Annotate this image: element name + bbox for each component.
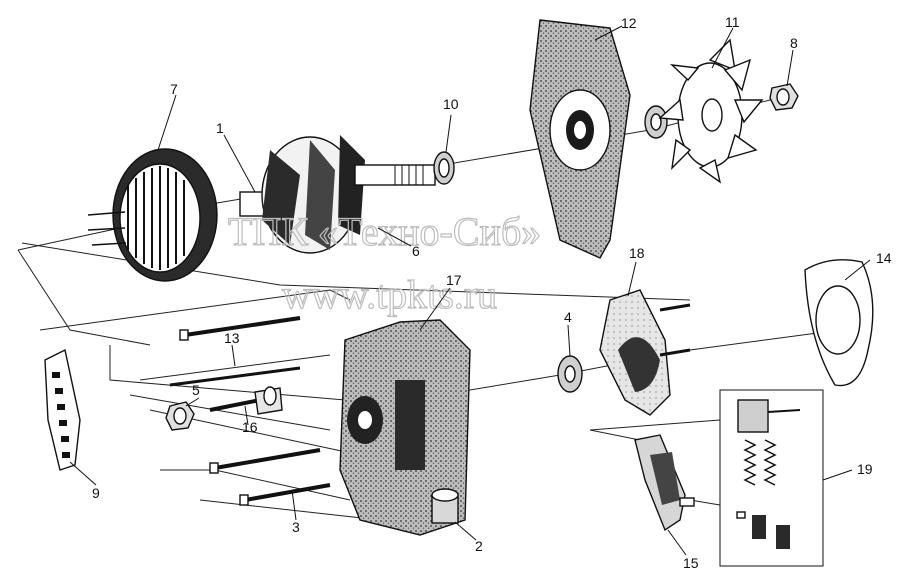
bearing-part-4 (557, 355, 583, 393)
voltage-regulator-part-15 (634, 434, 695, 532)
fan-part-11 (658, 38, 764, 184)
bushing-part-2 (431, 488, 459, 524)
rotor-part-1 (239, 135, 436, 254)
brush-kit-part-19 (719, 389, 824, 567)
label-15: 15 (683, 555, 699, 571)
label-17: 17 (446, 272, 462, 288)
slip-ring-end-housing-part-17 (339, 319, 471, 536)
rectifier-strip-part-9 (44, 348, 81, 471)
stator-part-7 (87, 148, 218, 282)
nut-part-8 (769, 83, 799, 111)
drive-end-housing-part-12 (529, 19, 631, 259)
diode-bridge-part-18 (599, 289, 691, 416)
label-19: 19 (857, 461, 873, 477)
label-10: 10 (443, 96, 459, 112)
spacer-ring-part-10 (433, 151, 455, 185)
label-2: 2 (475, 538, 483, 554)
label-9: 9 (92, 485, 100, 501)
label-11: 11 (725, 14, 740, 30)
label-16: 16 (242, 419, 258, 435)
terminal-stud-part-16 (209, 386, 283, 415)
label-6: 6 (412, 243, 420, 259)
label-8: 8 (790, 35, 798, 51)
nut-part-5 (165, 401, 195, 431)
bearing-near-fan (644, 105, 668, 139)
leader-lines (69, 25, 871, 556)
label-14: 14 (876, 250, 892, 266)
callout-labels: 7 1 6 10 12 11 8 14 18 17 4 13 5 16 9 3 … (92, 14, 892, 571)
through-bolts (169, 316, 331, 506)
label-1: 1 (216, 120, 224, 136)
label-12: 12 (621, 15, 637, 31)
rear-cover-part-14 (804, 259, 874, 387)
watermark-url: www.tpkts.ru (282, 272, 497, 317)
label-13: 13 (224, 330, 240, 346)
label-5: 5 (192, 382, 200, 398)
label-4: 4 (564, 309, 572, 325)
label-18: 18 (629, 245, 645, 261)
label-7: 7 (170, 81, 178, 97)
watermark: ТПК «Техно-Сиб» www.tpkts.ru (227, 208, 542, 317)
label-3: 3 (292, 519, 300, 535)
